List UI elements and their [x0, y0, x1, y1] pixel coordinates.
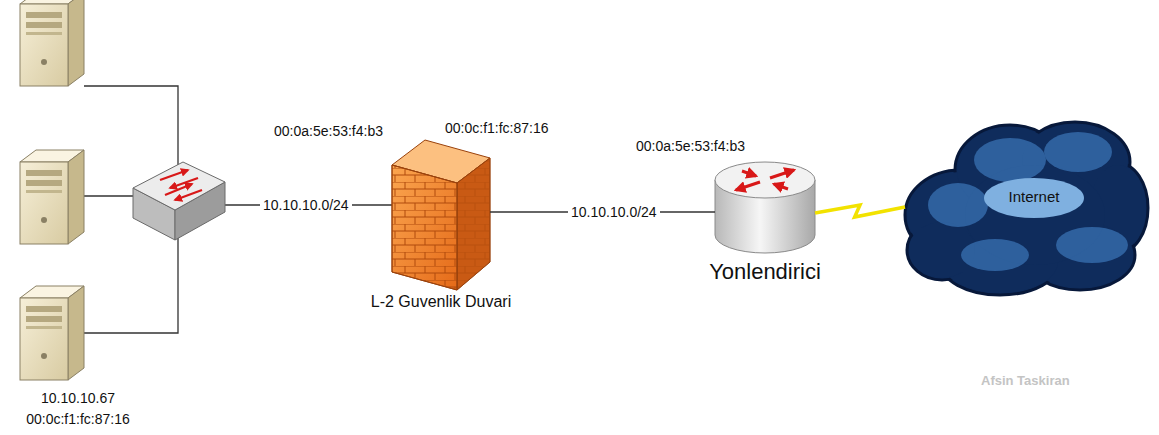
- mac-address: 00:0a:5e:53:f4:b3: [636, 138, 745, 154]
- mac-address: 00:0c:f1:fc:87:16: [445, 120, 549, 136]
- node-text: L-2 Guvenlik Duvari: [371, 292, 512, 312]
- switch-icon: [133, 162, 225, 240]
- watermark: Afsin Taskiran: [981, 373, 1070, 389]
- router-node: Yonlendirici: [715, 162, 815, 253]
- subnet-label: 10.10.10.0/24: [260, 197, 352, 213]
- lan-wires: [84, 86, 392, 333]
- node-text: 00:0c:f1:fc:87:16: [26, 409, 130, 430]
- link-label: 10.10.10.0/24: [568, 204, 660, 220]
- server-icon: [20, 150, 84, 244]
- server-icon: [20, 286, 84, 380]
- node-text-group: L-2 Guvenlik Duvari: [371, 292, 512, 312]
- node-text: Yonlendirici: [709, 259, 821, 285]
- firewall-node: L-2 Guvenlik Duvari: [392, 140, 490, 290]
- router-icon: [715, 162, 815, 253]
- node-text-group: 10.10.10.6700:0c:f1:fc:87:16: [26, 388, 130, 430]
- internet-cloud: [905, 122, 1148, 295]
- mac-address: 00:0a:5e:53:f4:b3: [274, 123, 383, 139]
- node-text-group: Yonlendirici: [709, 259, 821, 285]
- node-text: 10.10.10.67: [26, 388, 130, 409]
- node-text-group: Internet: [1009, 188, 1060, 206]
- wan-link: [815, 205, 905, 217]
- firewall-icon: [392, 140, 490, 290]
- server-node: 10.10.10.6700:0c:f1:fc:87:16: [20, 284, 85, 381]
- cloud-node: Internet: [905, 118, 1150, 298]
- node-text: Internet: [1009, 188, 1060, 206]
- server-icon: [20, 0, 84, 86]
